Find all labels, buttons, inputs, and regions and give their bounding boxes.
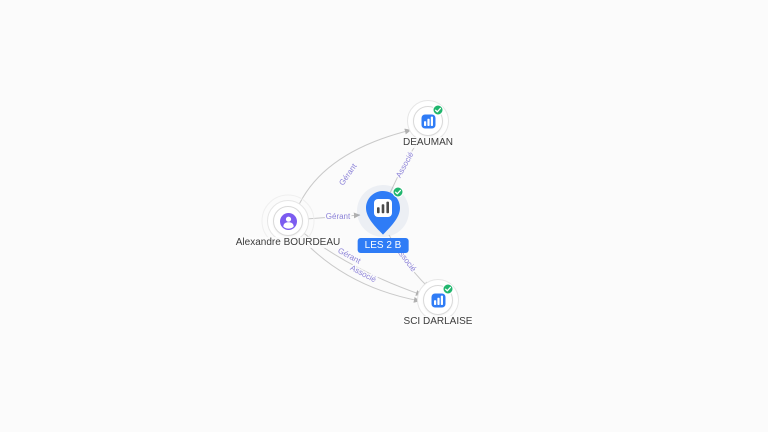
company-icon	[421, 114, 436, 129]
edge-label-e5: Associé	[349, 263, 378, 284]
node-circle	[273, 206, 303, 236]
company-icon	[431, 293, 446, 308]
verified-icon	[432, 104, 444, 116]
edge-bourdeau-les2b	[305, 212, 361, 220]
verified-icon	[442, 283, 454, 295]
edge-bourdeau-deauman	[296, 128, 412, 210]
map-pin-company-icon	[364, 190, 402, 236]
edge-label-e2: Gérant	[326, 212, 351, 221]
person-icon	[279, 212, 297, 230]
node-label-bourdeau: Alexandre BOURDEAU	[233, 237, 343, 248]
edge-label-e3: Associé	[394, 150, 416, 179]
node-label-darlaise: SCI DARLAISE	[401, 316, 475, 327]
node-label-les2b: LES 2 B	[357, 238, 409, 253]
verified-icon	[392, 186, 404, 198]
node-label-deauman: DEAUMAN	[400, 137, 456, 148]
edge-label-e1: Gérant	[337, 161, 359, 187]
